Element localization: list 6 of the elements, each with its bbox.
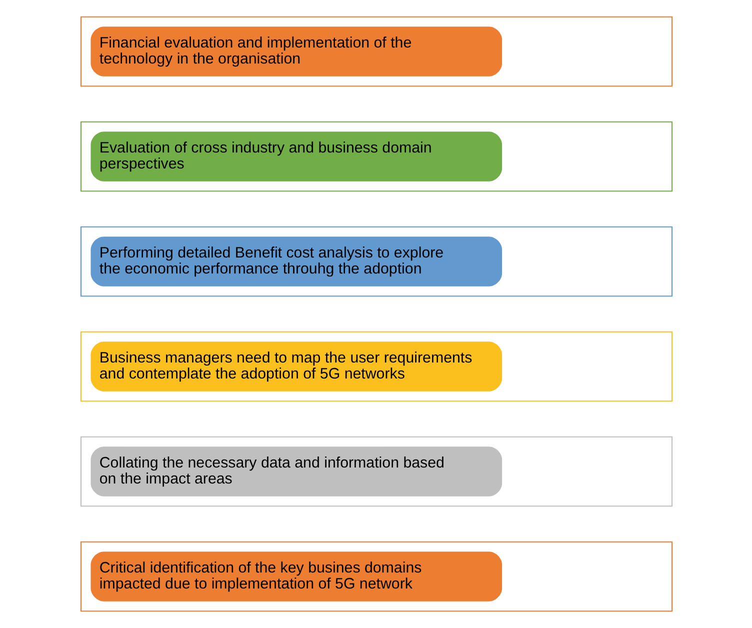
node-box: Performing detailed Benefit cost analysis to explore the economic performance throuhg the adoption	[80, 226, 672, 297]
node-box: Evaluation of cross industry and business domain perspectives	[80, 121, 672, 192]
node-box: Business managers need to map the user requirements and contemplate the adoption of 5G networks	[80, 331, 672, 402]
node-box: Critical identification of the key busines domains impacted due to implementation of 5G network	[80, 541, 672, 612]
node-box: Collating the necessary data and information based on the impact areas	[80, 436, 672, 507]
node-box: Financial evaluation and implementation of the technology in the organisation	[80, 16, 672, 87]
